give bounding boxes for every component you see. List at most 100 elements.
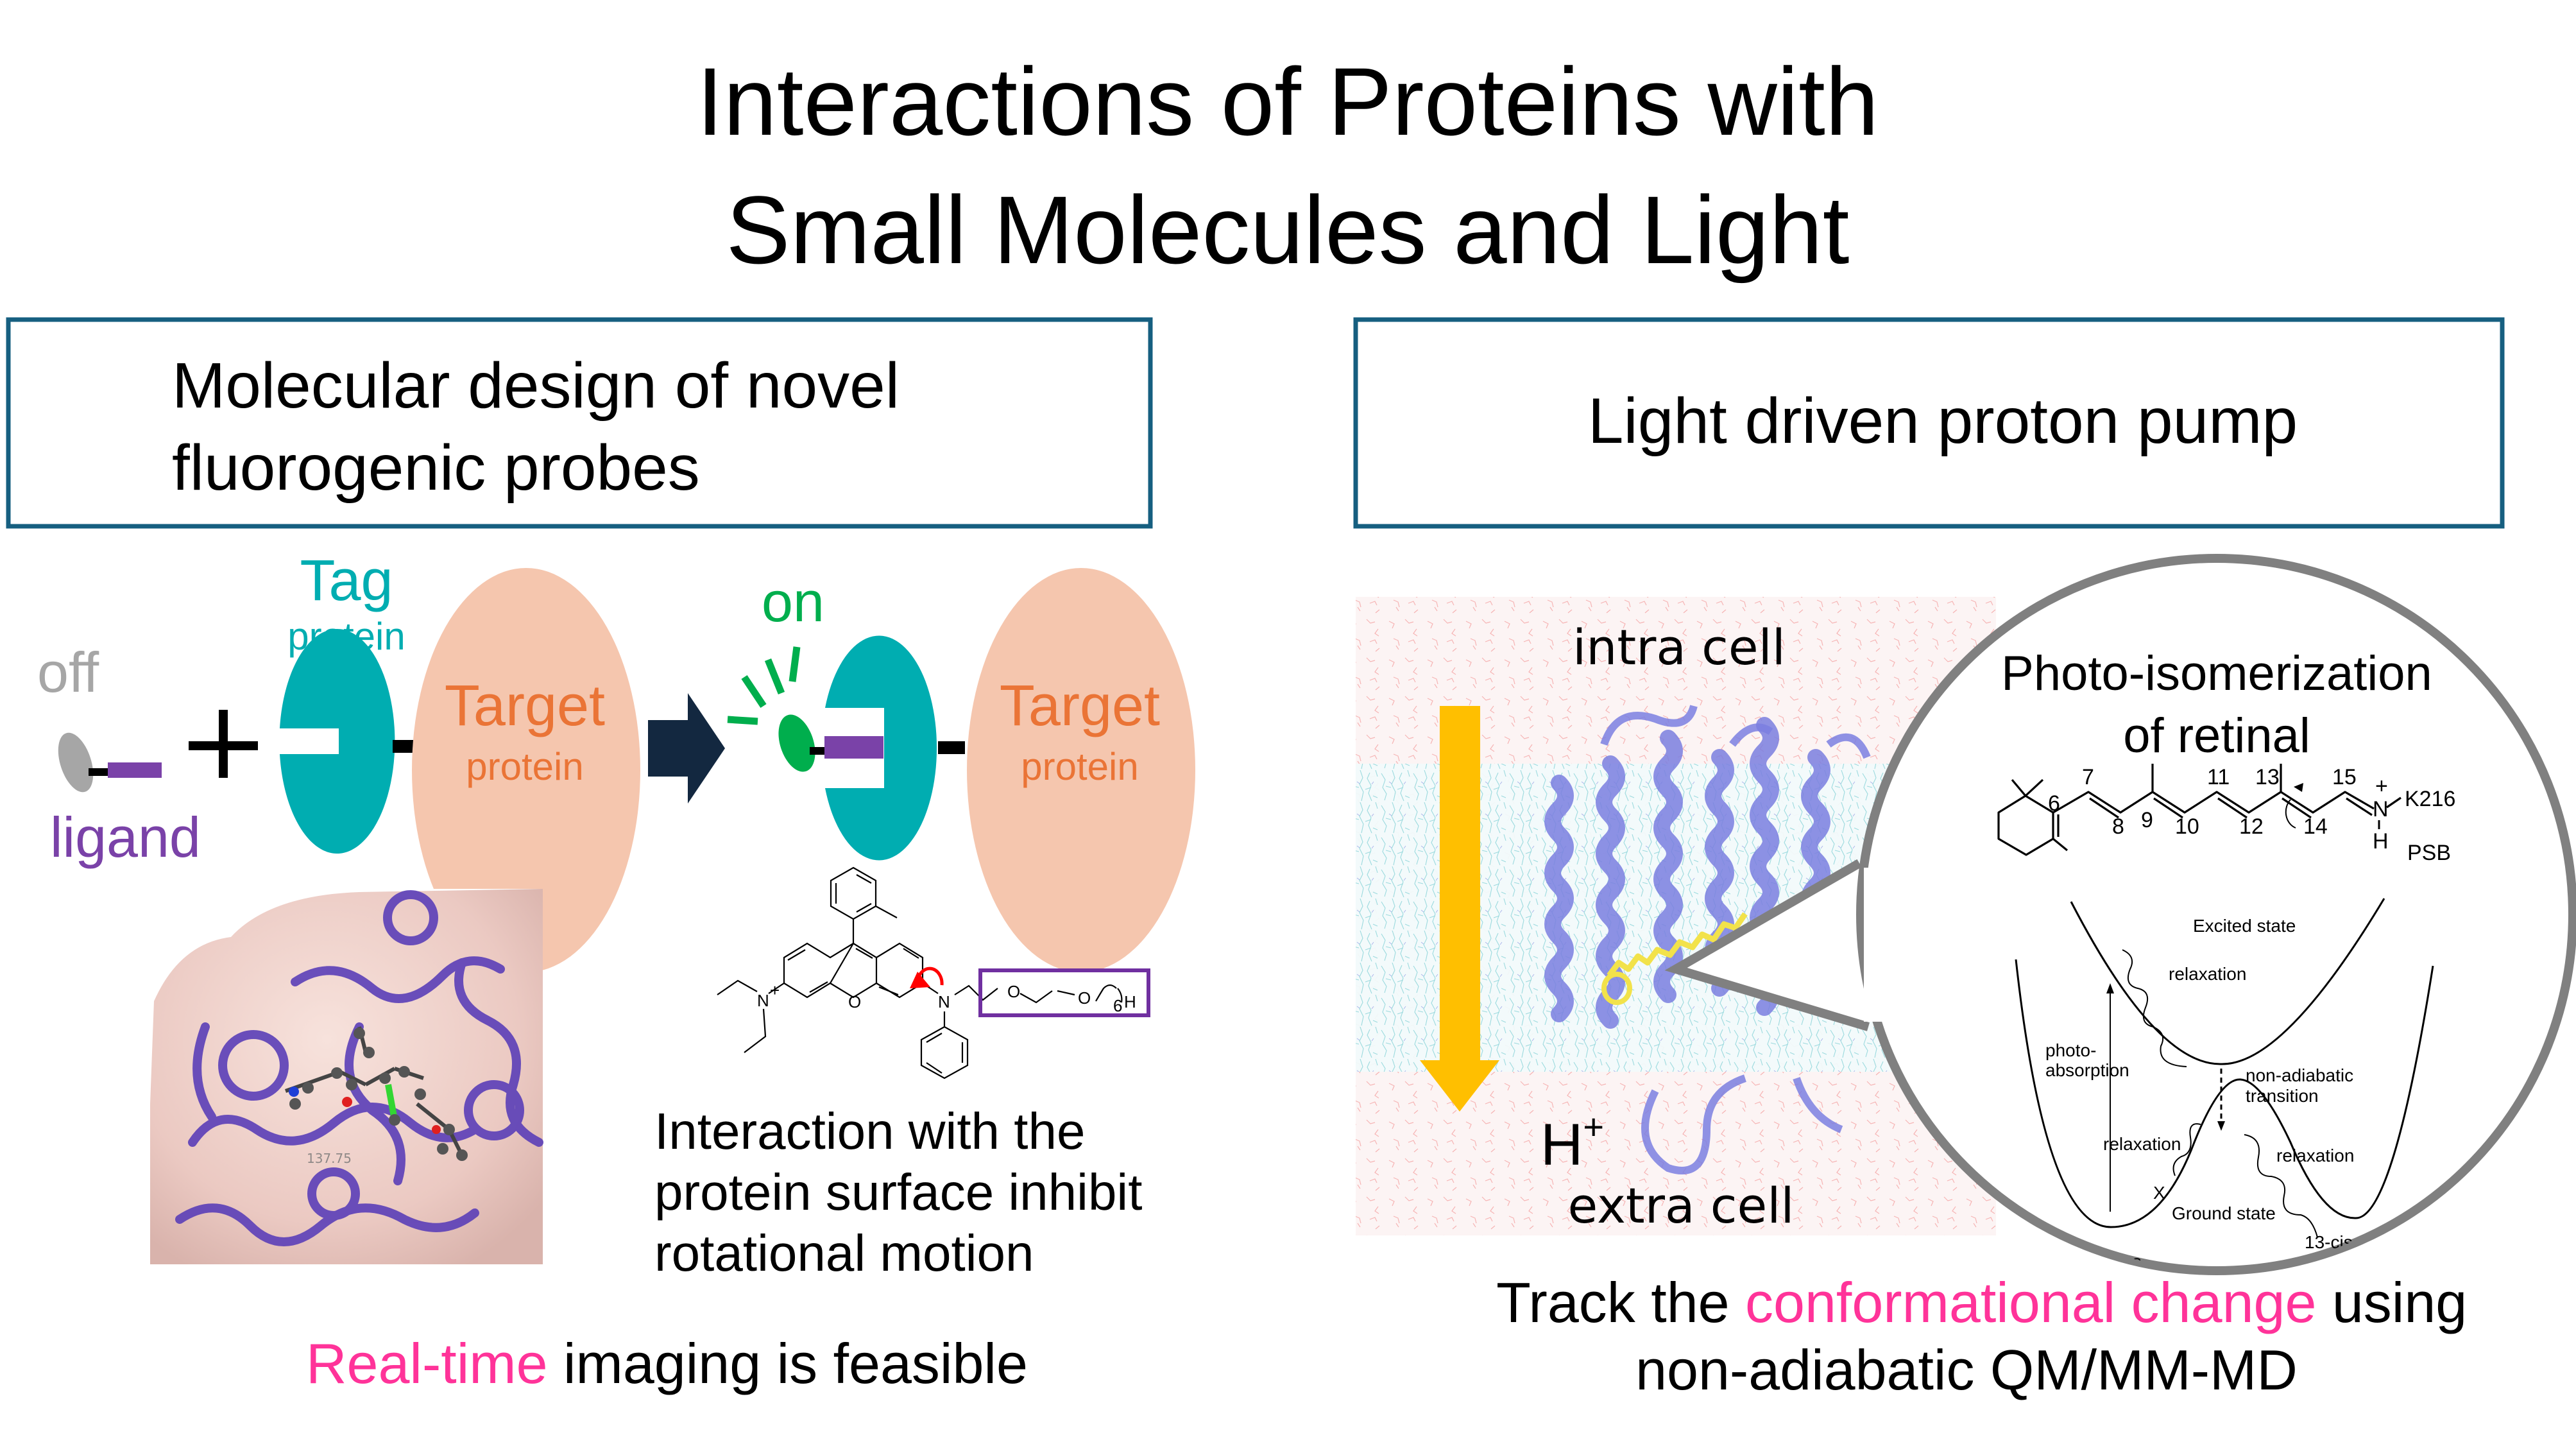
svg-text:15: 15 [2332,765,2357,789]
right-header-text: Light driven proton pump [1588,385,2298,457]
probe-molecule-render [285,1026,468,1161]
target2-label: Target [1000,674,1160,738]
linker-highlight-box [978,968,1150,1017]
svg-text:6: 6 [2048,791,2060,816]
tag-label: Tag [300,549,393,613]
repeat-count: 6 [1113,996,1122,1015]
probe-chemical-structure: O N + N O O 6 H [717,866,1150,1079]
excited-state-curve [2070,898,2385,1065]
emission-rays-icon [727,646,801,725]
retinal-structure [1997,764,2401,856]
svg-text:7: 7 [2082,765,2094,789]
tag-target-linker [393,740,416,753]
atom-n-plus-charge: + [770,981,780,1000]
rotation-caption: Interaction with the protein surface inh… [654,1103,1142,1282]
left-conclusion-rest: imaging is feasible [548,1332,1028,1395]
svg-text:9: 9 [2141,808,2153,832]
svg-text:relaxation: relaxation [2103,1134,2181,1154]
schiff-base-n: N [2373,797,2389,821]
ligand-linker [89,768,110,776]
bright-fluorophore-icon [778,714,815,772]
svg-text:X: X [2153,1183,2165,1203]
intra-cell-label: intra cell [1573,619,1786,676]
right-section-header: Light driven proton pump [1353,317,2505,529]
fluorogenic-scheme: off ligand Tag protein Target protein on [37,549,1195,972]
atom-o2: O [1078,988,1091,1008]
retinal-chromophore [1607,912,1748,977]
atom-h-end: H [1124,992,1136,1011]
target-label: Target [445,674,605,738]
left-header-line1: Molecular design of novel [172,350,900,422]
lysine-label: K216 [2405,787,2455,811]
bound-ligand-tag-icon [824,736,883,759]
schiff-base-h: H [2373,829,2389,854]
protein-ribbon [175,890,543,1246]
extra-cell-label: extra cell [1568,1177,1795,1234]
svg-text:relaxation: relaxation [2169,964,2246,984]
svg-text:absorption: absorption [2045,1060,2129,1080]
svg-text:non-adiabatic: non-adiabatic [2246,1065,2353,1085]
target-protein-icon [412,568,640,972]
atom-o1: O [1007,982,1020,1001]
svg-text:Ground state: Ground state [2172,1203,2276,1223]
right-conclusion-line1: Track the conformational change using [1419,1271,2514,1334]
atom-n-plus: N [757,991,769,1010]
ligand-tag-icon [108,762,162,778]
plus-icon-v [219,710,228,778]
caption-line-1: Interaction with the [654,1103,1085,1160]
left-conclusion: Real-time imaging is feasible [228,1332,1075,1395]
right-conclusion-line2: non-adiabatic QM/MM-MD [1635,1338,2298,1402]
svg-text:Excited state: Excited state [2193,916,2296,936]
target-protein-2-icon [967,568,1195,972]
reaction-arrow-icon [648,693,725,804]
tag-protein-bound-icon [825,635,937,861]
svg-text:14: 14 [2303,814,2328,839]
tag-protein-icon [280,628,395,854]
svg-text:13: 13 [2255,765,2280,789]
svg-text:transition: transition [2246,1086,2319,1106]
bound-linker [810,747,829,755]
target-sub-label: protein [466,745,583,788]
right-conclusion-highlight: conformational change [1745,1271,2316,1334]
svg-text:11: 11 [2207,765,2230,789]
schiff-base-charge: + [2375,774,2388,798]
relaxation-wave-left [2172,1123,2201,1176]
slide-title-line2: Small Molecules and Light [726,176,1850,284]
on-label: on [762,570,824,633]
left-header-line2: fluorogenic probes [172,432,700,504]
atom-o-ring: O [848,992,861,1011]
proton-flow-arrow-icon [1420,706,1499,1112]
angle-readout: 137.75 [307,1151,352,1166]
svg-text:relaxation: relaxation [2276,1146,2354,1165]
caption-line-2: protein surface inhibit [654,1164,1142,1221]
callout-title-line2: of retinal [2123,709,2310,763]
svg-text:10: 10 [2175,814,2199,839]
callout-title-line1: Photo-isomerization [2001,646,2432,701]
proton-label: H+ [1426,1087,1686,1178]
left-header-box [6,317,1153,529]
svg-text:photo-: photo- [2045,1040,2096,1060]
dark-fluorophore-icon [58,732,94,793]
callout-circle [1856,554,2576,1275]
ligand-label: ligand [50,805,201,869]
callout-pointer [1664,859,1870,1031]
svg-text:12: 12 [2239,814,2264,839]
atom-n-amine: N [938,992,950,1011]
target2-sub-label: protein [1021,745,1138,788]
retinal-carbon-labels: 6 7 8 9 10 11 12 13 14 15 N + H K216 PSB [2048,765,2455,865]
right-header-box [1353,317,2505,529]
ribbon-loops [1600,705,1871,1174]
ground-state-curve [2015,959,2434,1228]
psb-label: PSB [2407,841,2451,865]
relaxation-wave-right [2244,1134,2318,1238]
protein-ligand-render: 137.75 [150,889,543,1264]
relaxation-wave-top [2122,949,2187,1067]
retinal-zoom-callout: Photo-isomerization of retinal 6 7 8 [1664,554,2576,1275]
slide-title-line1: Interactions of Proteins with [697,47,1879,155]
off-label: off [37,640,99,704]
tag-target-linker-2 [938,741,965,754]
caption-line-3: rotational motion [654,1225,1034,1282]
left-conclusion-highlight: Real-time [306,1332,548,1395]
left-section-header: Molecular design of novel fluorogenic pr… [6,317,1153,529]
